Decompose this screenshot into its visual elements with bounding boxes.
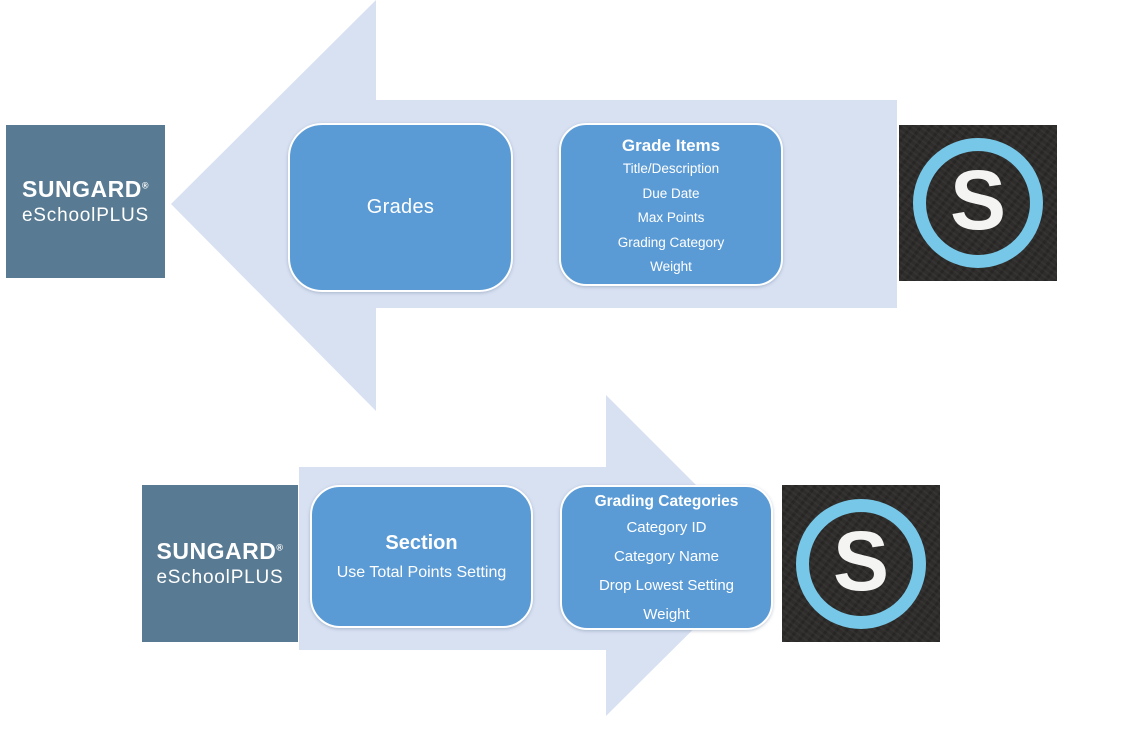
- section-box: Section Use Total Points Setting: [310, 485, 533, 628]
- sungard-wordmark: SUNGARD: [156, 538, 277, 564]
- sungard-brand-text: SUNGARD®: [22, 176, 149, 203]
- grade-items-box: Grade Items Title/Description Due Date M…: [559, 123, 783, 286]
- grade-item-field: Weight: [650, 259, 692, 274]
- grading-category-field: Category ID: [626, 519, 707, 536]
- sungard-brand-text: SUNGARD®: [157, 538, 284, 565]
- schoology-logo: S: [899, 125, 1057, 281]
- grades-box: Grades: [288, 123, 513, 292]
- grading-categories-title: Grading Categories: [594, 493, 739, 510]
- schoology-s-letter: S: [832, 513, 890, 608]
- schoology-s-letter: S: [949, 153, 1007, 247]
- registered-mark: ®: [276, 542, 284, 553]
- section-box-title: Section: [385, 531, 458, 554]
- grade-items-title: Grade Items: [621, 136, 721, 155]
- grades-box-title: Grades: [366, 196, 435, 218]
- eschoolplus-product-text: eSchoolPLUS: [156, 567, 284, 588]
- sungard-eschoolplus-logo: SUNGARD® eSchoolPLUS: [6, 125, 165, 278]
- schoology-ring-icon: S: [796, 498, 926, 629]
- grade-item-field: Grading Category: [617, 234, 725, 250]
- grading-category-field: Weight: [643, 606, 690, 623]
- grades-left-arrow: [171, 0, 897, 411]
- grading-category-field: Drop Lowest Setting: [598, 577, 735, 594]
- eschoolplus-product-text: eSchoolPLUS: [21, 205, 150, 226]
- grade-item-field: Title/Description: [622, 161, 720, 176]
- sungard-wordmark: SUNGARD: [22, 176, 142, 202]
- schoology-logo: S: [782, 485, 940, 642]
- sections-right-arrow: [299, 395, 767, 716]
- grade-item-field: Max Points: [637, 210, 705, 225]
- registered-mark: ®: [141, 180, 149, 191]
- sungard-eschoolplus-logo: SUNGARD® eSchoolPLUS: [142, 485, 298, 642]
- schoology-ring-icon: S: [913, 138, 1043, 268]
- grade-item-field: Due Date: [642, 185, 700, 201]
- section-box-subtitle: Use Total Points Setting: [336, 563, 507, 581]
- grading-categories-box: Grading Categories Category ID Category …: [560, 485, 773, 630]
- grading-category-field: Category Name: [613, 548, 720, 565]
